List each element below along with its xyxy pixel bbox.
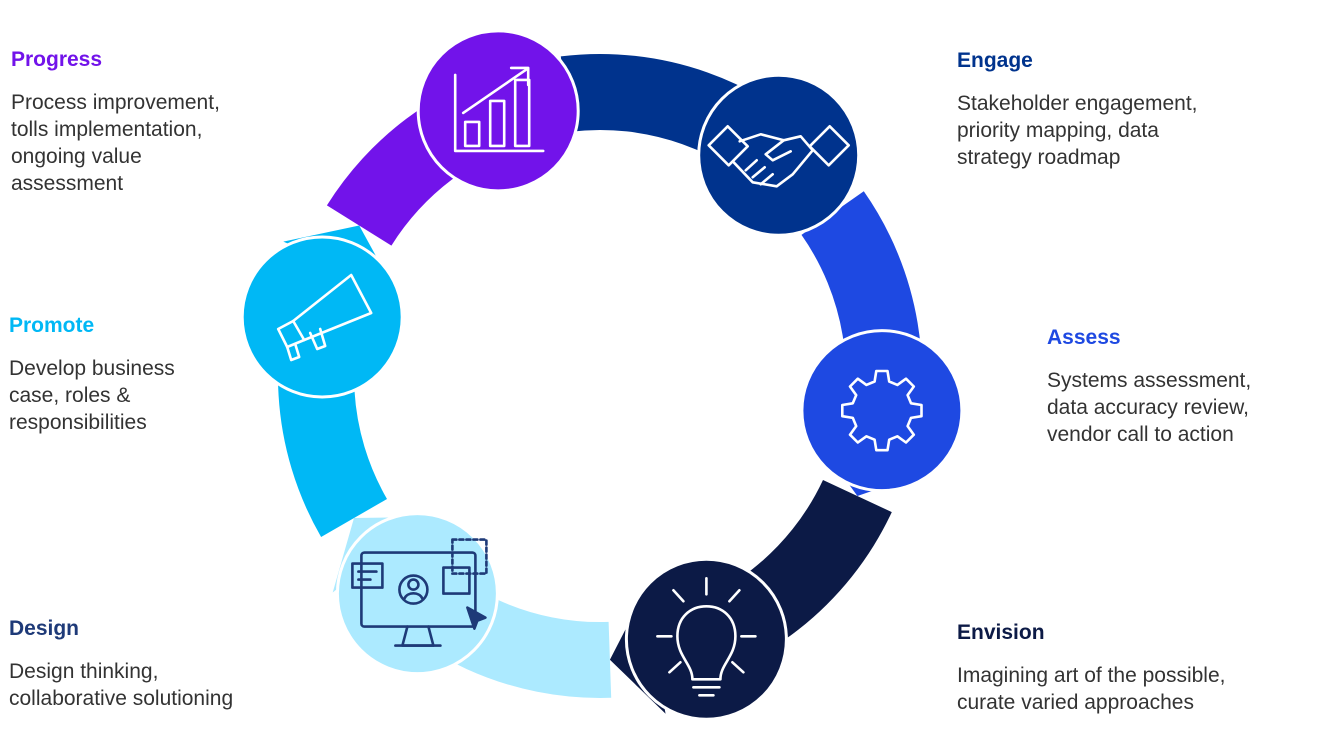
stage-description-engage: Stakeholder engagement, priority mapping…: [957, 92, 1198, 169]
stage-title-envision: Envision: [957, 621, 1045, 644]
stage-circle-engage: [697, 73, 861, 237]
stage-circle-assess: [800, 329, 964, 493]
stage-circle-progress: [416, 29, 580, 193]
monitor-design-icon: [351, 538, 488, 647]
cycle-stage-circles: [240, 29, 964, 721]
stage-label-engage: Engage Stakeholder engagement, priority …: [957, 48, 1198, 171]
stage-description-promote: Develop business case, roles & responsib…: [9, 357, 175, 434]
stage-label-progress: Progress Process improvement, tolls impl…: [11, 47, 220, 197]
cycle-icons: [276, 66, 923, 697]
megaphone-icon: [276, 273, 373, 362]
growth-chart-icon: [453, 66, 545, 153]
stage-description-design: Design thinking, collaborative solutioni…: [9, 660, 234, 710]
stage-label-envision: Envision Imagining art of the possible, …: [957, 620, 1226, 716]
lightbulb-icon: [656, 577, 757, 697]
stage-description-assess: Systems assessment, data accuracy review…: [1047, 369, 1252, 446]
stage-circle-promote: [240, 235, 404, 399]
handshake-icon: [707, 124, 850, 188]
stage-title-assess: Assess: [1047, 326, 1121, 349]
gear-icon: [841, 369, 923, 452]
stage-description-progress: Process improvement, tolls implementatio…: [11, 91, 220, 195]
stage-label-assess: Assess Systems assessment, data accuracy…: [1047, 325, 1251, 448]
stage-label-promote: Promote Develop business case, roles & r…: [9, 313, 175, 436]
stage-title-design: Design: [9, 617, 80, 640]
stage-title-progress: Progress: [11, 48, 103, 71]
stage-title-engage: Engage: [957, 49, 1033, 72]
stage-label-design: Design Design thinking, collaborative so…: [9, 616, 233, 712]
stage-circle-envision: [624, 557, 788, 721]
stage-title-promote: Promote: [9, 314, 95, 337]
stage-description-envision: Imagining art of the possible, curate va…: [957, 664, 1226, 714]
